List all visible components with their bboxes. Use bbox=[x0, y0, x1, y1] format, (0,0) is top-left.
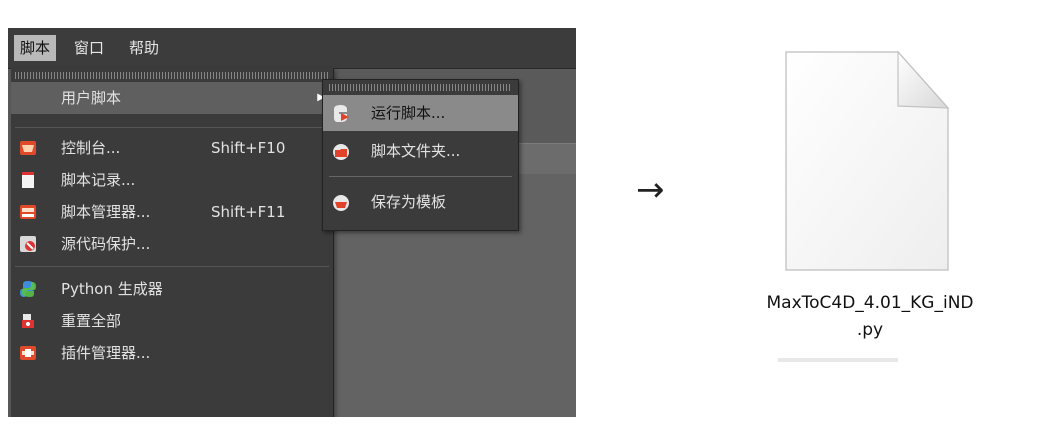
python-generator-icon bbox=[20, 281, 36, 297]
user-scripts-submenu: 运行脚本... 脚本文件夹... 保存为模板 bbox=[322, 79, 519, 231]
submenu-item-run-script[interactable]: 运行脚本... bbox=[323, 95, 518, 131]
menu-item-console[interactable]: 控制台... Shift+F10 bbox=[11, 132, 333, 164]
menu-item-label: 重置全部 bbox=[61, 312, 122, 330]
file-tile-divider bbox=[778, 358, 898, 362]
run-script-icon bbox=[334, 105, 349, 122]
submenu-separator bbox=[329, 176, 512, 177]
submenu-item-script-folder[interactable]: 脚本文件夹... bbox=[323, 133, 518, 169]
file-name-line: MaxToC4D_4.01_KG_iND bbox=[766, 293, 974, 313]
menu-item-plugin-manager[interactable]: 插件管理器... bbox=[11, 337, 333, 369]
menu-item-python-generator[interactable]: Python 生成器 bbox=[11, 273, 333, 305]
menu-item-label: 脚本记录... bbox=[61, 171, 136, 189]
menu-item-label: 用户脚本 bbox=[61, 89, 122, 107]
submenu-item-save-template[interactable]: 保存为模板 bbox=[323, 184, 518, 220]
submenu-item-label: 脚本文件夹... bbox=[371, 142, 461, 160]
menu-item-label: 源代码保护... bbox=[61, 235, 151, 253]
submenu-item-label: 运行脚本... bbox=[371, 104, 446, 122]
file-extension-line: .py bbox=[856, 320, 884, 340]
menu-item-label: 控制台... bbox=[61, 139, 121, 157]
file-tile[interactable] bbox=[740, 36, 998, 364]
menubar: 脚本 窗口 帮助 bbox=[8, 28, 576, 69]
menu-item-script-manager[interactable]: 脚本管理器... Shift+F11 bbox=[11, 196, 333, 228]
reset-all-icon bbox=[22, 314, 34, 328]
blank-file-icon bbox=[785, 50, 950, 271]
menu-item-label: 插件管理器... bbox=[61, 344, 151, 362]
menubar-help[interactable]: 帮助 bbox=[129, 39, 160, 57]
menu-item-shortcut: Shift+F10 bbox=[211, 139, 286, 157]
menubar-window[interactable]: 窗口 bbox=[74, 39, 105, 57]
console-icon bbox=[20, 141, 36, 155]
menu-item-user-scripts[interactable]: 用户脚本 ▶ bbox=[11, 82, 333, 114]
menubar-script[interactable]: 脚本 bbox=[14, 35, 57, 61]
menu-item-reset-all[interactable]: 重置全部 bbox=[11, 305, 333, 337]
source-protect-icon bbox=[20, 236, 36, 252]
menu-item-source-protection[interactable]: 源代码保护... bbox=[11, 228, 333, 260]
menu-separator bbox=[15, 266, 329, 267]
menu-item-label: 脚本管理器... bbox=[61, 203, 151, 221]
submenu-item-label: 保存为模板 bbox=[371, 193, 447, 211]
menu-separator bbox=[15, 127, 329, 128]
tear-off-handle[interactable] bbox=[329, 84, 512, 91]
script-manager-icon bbox=[20, 205, 36, 219]
submenu-arrow-icon: ▶ bbox=[317, 82, 325, 114]
menu-item-shortcut: Shift+F11 bbox=[211, 203, 286, 221]
file-name[interactable]: MaxToC4D_4.01_KG_iND .py bbox=[740, 290, 1000, 344]
plugin-manager-icon bbox=[20, 346, 36, 360]
script-folder-icon bbox=[333, 144, 349, 160]
script-log-icon bbox=[22, 172, 34, 188]
right-arrow: → bbox=[636, 170, 665, 210]
script-menu: 用户脚本 ▶ 控制台... Shift+F10 脚本记录... bbox=[11, 68, 334, 417]
save-template-icon bbox=[333, 195, 349, 211]
cinema4d-screenshot: 脚本 窗口 帮助 用户脚本 ▶ 控制台... Shift+F10 脚本记录... bbox=[8, 28, 576, 417]
menu-item-script-log[interactable]: 脚本记录... bbox=[11, 164, 333, 196]
menu-item-label: Python 生成器 bbox=[61, 280, 163, 298]
tear-off-handle[interactable] bbox=[15, 72, 329, 79]
